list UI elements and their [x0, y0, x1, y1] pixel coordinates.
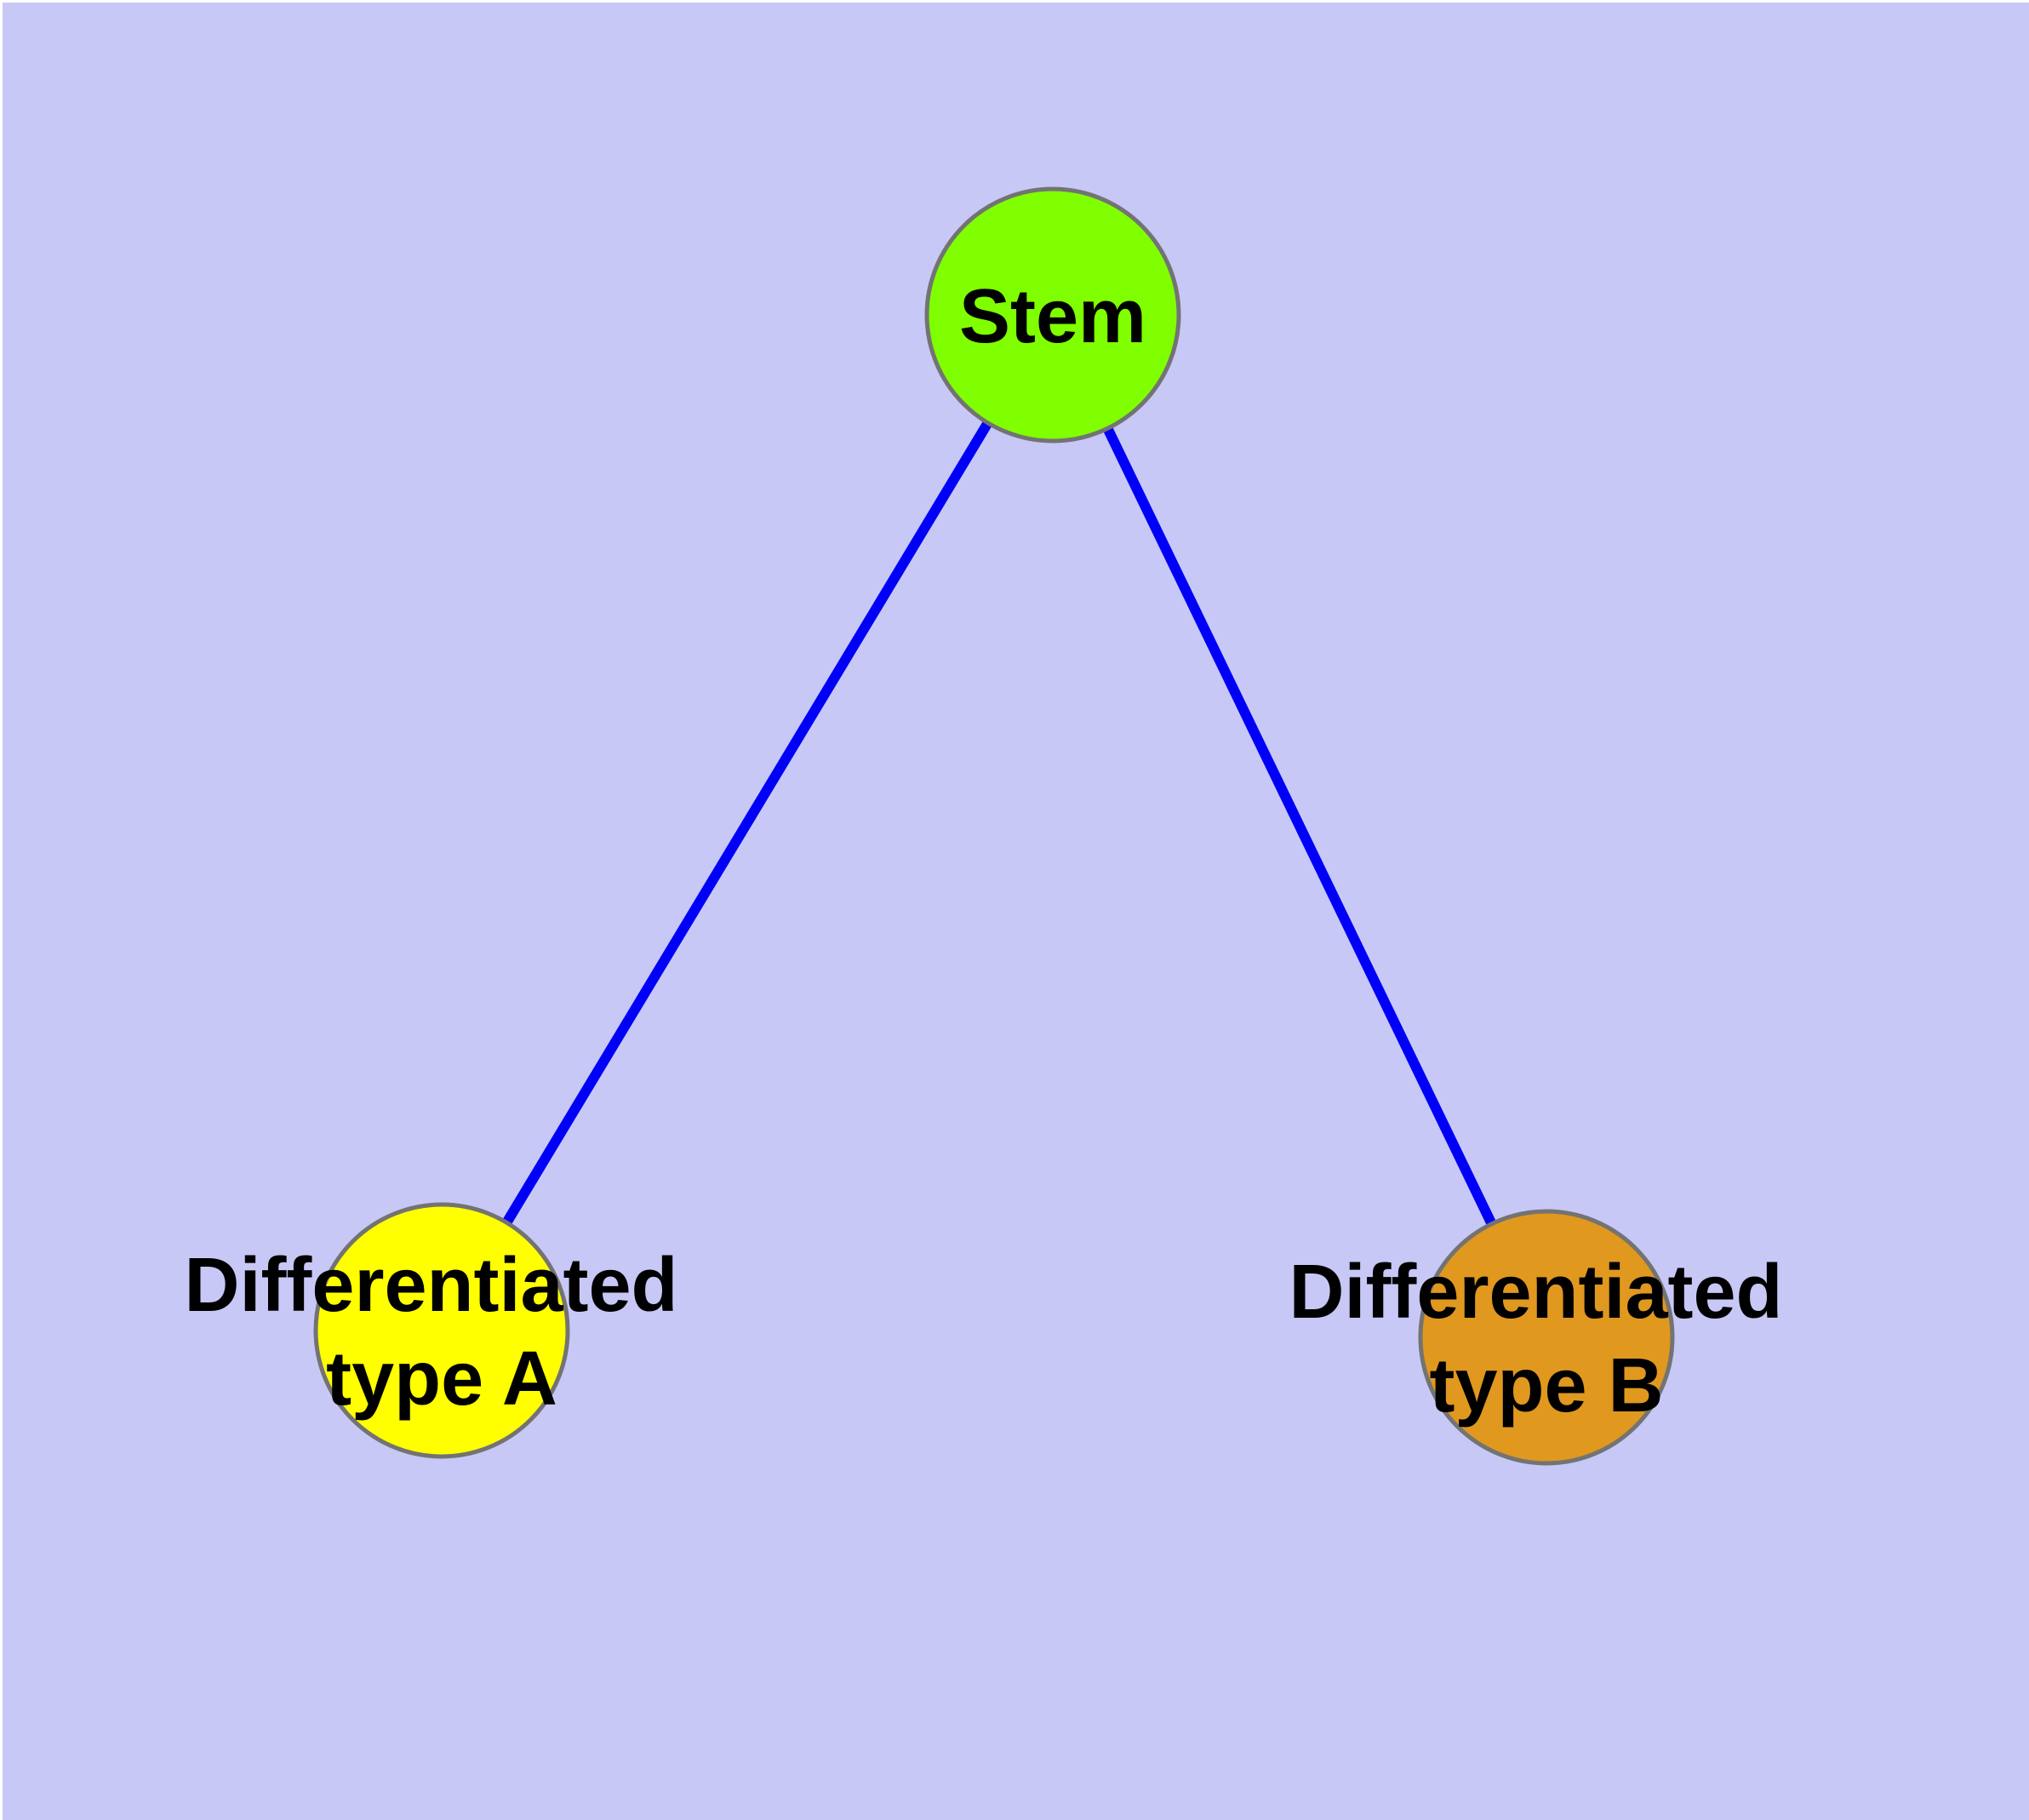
type-a-label-line2: type A — [326, 1336, 557, 1422]
edge-stem-to-type-a — [437, 312, 1058, 1334]
type-a-label-line1: Differentiated — [184, 1243, 677, 1328]
stem-node — [924, 186, 1181, 444]
type-a-node — [313, 1202, 570, 1459]
type-a-node-label: Differentiated type A — [184, 1243, 699, 1422]
type-b-label-line2: type B — [1429, 1343, 1663, 1428]
type-b-node-label: Differentiated type B — [1289, 1250, 1803, 1428]
stem-node-label: Stem — [959, 274, 1146, 359]
type-b-node — [1418, 1209, 1675, 1466]
edge-stem-to-type-b — [1048, 312, 1552, 1340]
type-b-label-line1: Differentiated — [1289, 1250, 1782, 1335]
